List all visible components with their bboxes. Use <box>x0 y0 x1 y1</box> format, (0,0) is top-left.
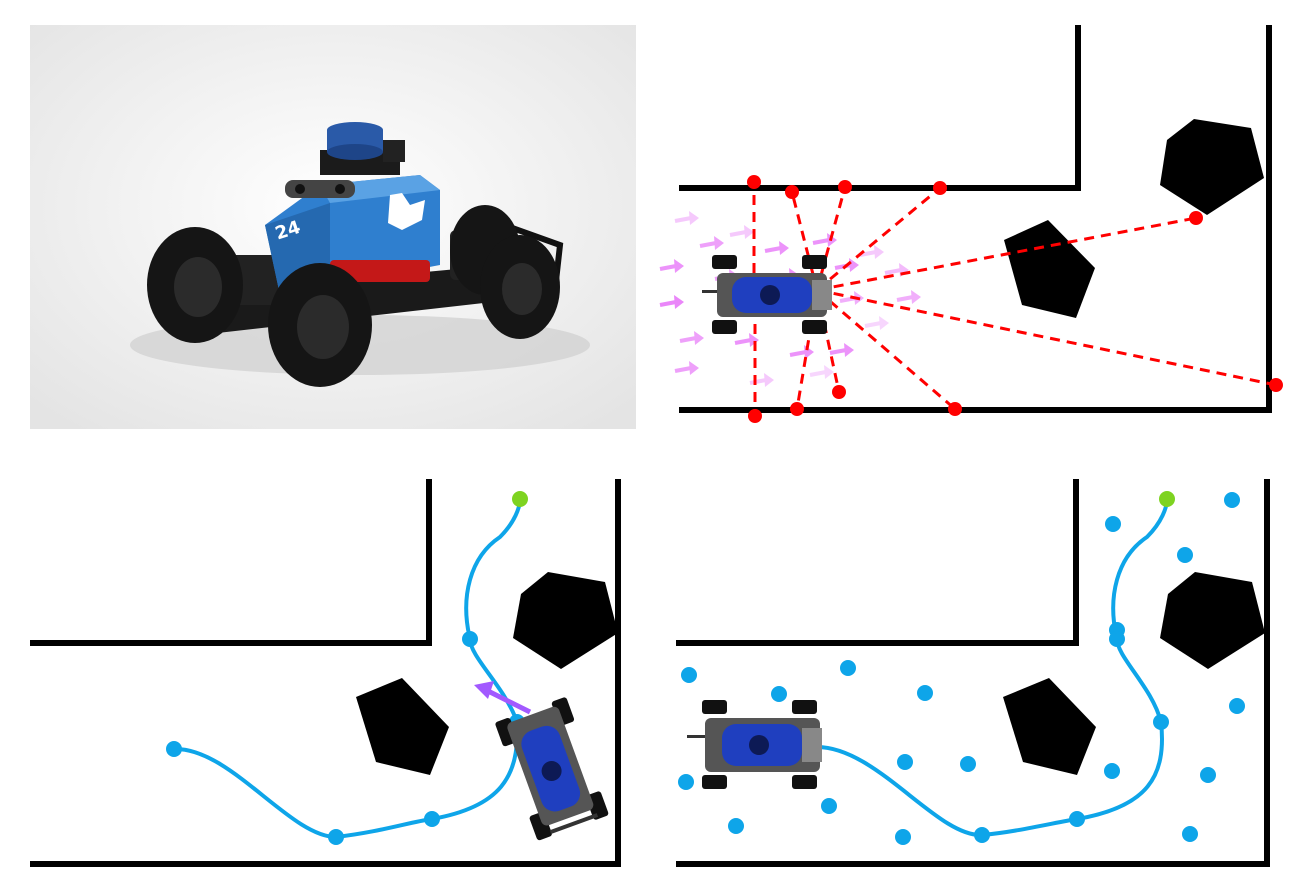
flow-arrow <box>699 236 724 250</box>
lynx-logo-icon <box>388 193 425 230</box>
wheel-rear-right <box>480 235 560 339</box>
heading-arrow <box>474 681 532 715</box>
lidar-hit-point <box>785 185 799 199</box>
hexagon-obstacle-icon <box>1160 119 1264 215</box>
sample-point <box>678 774 694 790</box>
lidar-scan-panel <box>659 25 1283 423</box>
walls <box>676 479 1270 867</box>
sample-point <box>1182 826 1198 842</box>
robot-car-icon <box>495 697 609 841</box>
flow-arrow <box>674 211 699 225</box>
lidar-hit-point <box>832 385 846 399</box>
lidar-ray <box>816 288 956 411</box>
flow-arrow <box>829 343 854 357</box>
lidar-hit-point <box>1269 378 1283 392</box>
wheel-front-right <box>268 263 372 387</box>
lidar-hit-point <box>747 175 761 189</box>
lidar-hit-point <box>948 402 962 416</box>
waypoints <box>974 631 1169 843</box>
waypoints <box>166 631 525 845</box>
sampling-planning-panel <box>676 479 1270 867</box>
flow-arrow <box>659 259 684 273</box>
lidar-hit-point <box>933 181 947 195</box>
flow-arrow <box>659 295 684 309</box>
flow-arrow <box>859 245 884 259</box>
path-planning-panel <box>30 479 621 867</box>
sample-point <box>1104 763 1120 779</box>
walls <box>679 25 1272 413</box>
battery <box>330 260 430 282</box>
sample-point <box>895 829 911 845</box>
flow-arrow <box>896 290 921 304</box>
flow-arrow <box>674 361 699 375</box>
flow-arrow <box>749 373 774 387</box>
hexagon-obstacle-icon <box>513 572 618 669</box>
wheel-front-left <box>147 227 243 343</box>
sample-point <box>897 754 913 770</box>
sample-point <box>821 798 837 814</box>
sample-point <box>1224 492 1240 508</box>
pentagon-obstacle-icon <box>356 678 449 775</box>
walls <box>30 479 621 867</box>
lidar-ray <box>816 186 941 292</box>
robot-photo-panel: 24 <box>30 25 636 429</box>
sample-point <box>840 660 856 676</box>
lidar-hit-point <box>1189 211 1203 225</box>
lidar-ray <box>816 216 1197 292</box>
camera <box>285 180 355 198</box>
planned-path <box>173 498 522 840</box>
sample-point <box>960 756 976 772</box>
robot-car-icon <box>702 255 832 334</box>
sample-point <box>1177 547 1193 563</box>
flow-arrow <box>734 333 759 347</box>
sample-point <box>1229 698 1245 714</box>
sample-point <box>917 685 933 701</box>
pentagon-obstacle-icon <box>1004 220 1095 318</box>
lidar-hit-point <box>838 180 852 194</box>
hexagon-obstacle-icon <box>1160 572 1265 669</box>
lidar-sensor-icon <box>320 122 405 175</box>
flow-arrow <box>764 241 789 255</box>
flow-arrow <box>789 345 814 359</box>
flow-arrow <box>864 316 889 330</box>
sample-point <box>681 667 697 683</box>
sample-points <box>678 492 1245 845</box>
goal-marker <box>1159 491 1175 507</box>
sample-point <box>1105 516 1121 532</box>
lidar-hit-point <box>748 409 762 423</box>
sample-point <box>1200 767 1216 783</box>
flow-arrow <box>679 331 704 345</box>
robot-car-icon <box>687 700 822 789</box>
sample-point <box>728 818 744 834</box>
flow-arrow <box>729 225 754 239</box>
sample-point <box>771 686 787 702</box>
robot-car-icon: 24 <box>147 122 564 387</box>
goal-marker <box>512 491 528 507</box>
lidar-hit-point <box>790 402 804 416</box>
flow-arrow <box>809 365 834 379</box>
lidar-rays <box>747 175 1283 423</box>
pentagon-obstacle-icon <box>1003 678 1096 775</box>
lidar-ray <box>815 186 847 291</box>
planned-path <box>816 498 1169 838</box>
